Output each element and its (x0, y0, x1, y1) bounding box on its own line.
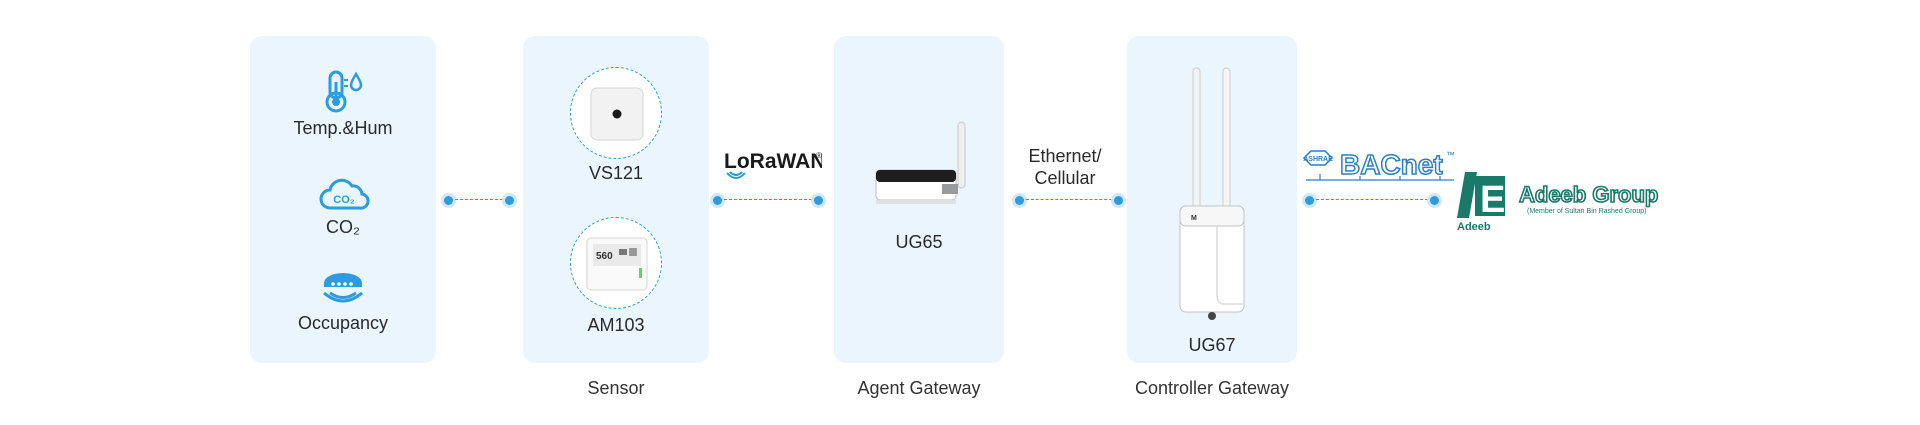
ug67-label: UG67 (1188, 335, 1236, 355)
adeeb-group-subtitle: (Member of Sultan Bin Rashed Group) (1527, 208, 1646, 215)
bacnet-tm: ™ (1446, 150, 1455, 160)
connector-sensor-agent (713, 195, 823, 205)
metric-label-co2: CO₂ (326, 217, 360, 237)
connector-bacnet-partner (1305, 195, 1439, 205)
lorawan-registered-mark: ® (816, 151, 822, 160)
am103-device-image: 560 (586, 237, 648, 291)
vs121-device-circle (570, 67, 662, 159)
thermometer-droplet-icon (325, 70, 363, 113)
vs121-device-image (590, 87, 644, 141)
adeeb-mark-letter: E (1480, 179, 1505, 221)
connector-line (719, 199, 817, 200)
backhaul-label-line2: Cellular (1034, 168, 1096, 188)
am103-device-circle: 560 (570, 217, 662, 309)
lorawan-logo-text: LoRaWAN (724, 150, 822, 173)
lorawan-logo: LoRaWAN ® (724, 150, 822, 179)
co2-cloud-icon: CO₂ (319, 178, 370, 210)
metric-label-temp-hum: Temp.&Hum (293, 118, 393, 138)
sensor-caption: Sensor (587, 378, 645, 398)
connector-dot (1305, 196, 1314, 205)
ug67-device-image: M (1179, 67, 1245, 320)
connector-line (1311, 199, 1433, 200)
connector-agent-controller (1015, 195, 1123, 205)
bacnet-ashrae-text: ASHRAE (1303, 156, 1333, 163)
backhaul-label-line1: Ethernet/ (1028, 146, 1102, 166)
agent-gateway-caption: Agent Gateway (857, 378, 981, 398)
vs121-label: VS121 (588, 163, 644, 183)
connector-dot (444, 196, 453, 205)
am103-label: AM103 (587, 315, 645, 335)
connector-dot (505, 196, 514, 205)
connector-line (450, 199, 508, 200)
connector-line (1021, 199, 1117, 200)
bacnet-logo-text: BACnet (1340, 149, 1443, 180)
connector-dot (1430, 196, 1439, 205)
ug65-label: UG65 (895, 232, 943, 252)
connector-dot (1015, 196, 1024, 205)
am103-screen-text: 560 (596, 251, 613, 262)
adeeb-group-logo: E Adeeb Adeeb Group (Member of Sultan Bi… (1457, 172, 1659, 232)
occupancy-sensor-icon (323, 273, 363, 303)
adeeb-group-name: Adeeb Group (1519, 182, 1658, 207)
ug65-device-image (875, 121, 966, 204)
bacnet-logo: ASHRAE BACnet ™ (1302, 148, 1455, 181)
metric-label-occupancy: Occupancy (297, 313, 389, 333)
connector-dot (1114, 196, 1123, 205)
svg-text:M: M (1191, 215, 1197, 222)
connector-dot (814, 196, 823, 205)
controller-gateway-caption: Controller Gateway (1134, 378, 1290, 398)
co2-cloud-text: CO₂ (333, 194, 355, 206)
connector-metrics-sensor (444, 195, 514, 205)
adeeb-mark-word: Adeeb (1457, 221, 1491, 232)
connector-dot (713, 196, 722, 205)
